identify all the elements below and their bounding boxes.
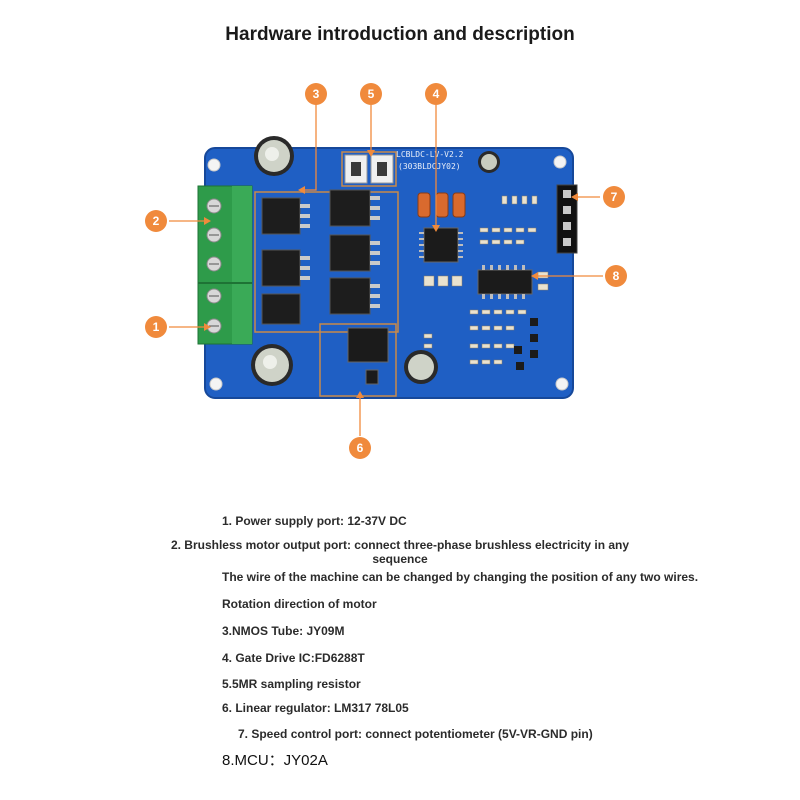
description-mcu: 8.MCU：JY02A bbox=[222, 752, 328, 769]
svg-text:4: 4 bbox=[433, 87, 440, 101]
description-rotation: Rotation direction of motor bbox=[222, 597, 377, 611]
description-nmos: 3.NMOS Tube: JY09M bbox=[222, 624, 345, 638]
capacitor-top-left bbox=[254, 136, 294, 176]
mcu-chip bbox=[477, 265, 533, 299]
page-title: Hardware introduction and description bbox=[225, 24, 575, 45]
callout-4: 4 bbox=[425, 83, 447, 105]
description-regulator: 6. Linear regulator: LM317 78L05 bbox=[222, 701, 409, 715]
svg-text:7: 7 bbox=[611, 190, 618, 204]
mounting-hole bbox=[555, 377, 569, 391]
description-wire-note: The wire of the machine can be changed b… bbox=[222, 570, 699, 584]
callout-8: 8 bbox=[605, 265, 627, 287]
svg-text:5: 5 bbox=[368, 87, 375, 101]
capacitor-top-right bbox=[478, 151, 500, 173]
description-speed-control: 7. Speed control port: connect potentiom… bbox=[238, 727, 593, 741]
mounting-hole bbox=[207, 158, 221, 172]
svg-text:3: 3 bbox=[313, 87, 320, 101]
callout-2: 2 bbox=[145, 210, 167, 232]
callout-6: 6 bbox=[349, 437, 371, 459]
description-sampling-resistor: 5.5MR sampling resistor bbox=[222, 677, 361, 691]
capacitor-bottom-left bbox=[251, 344, 293, 386]
capacitor-bottom-mid bbox=[404, 350, 438, 384]
pcb-diagram: LCBLDC-LV-V2.2 (303BLDCJY02) bbox=[145, 83, 627, 459]
svg-text:1: 1 bbox=[153, 320, 160, 334]
mounting-hole bbox=[553, 155, 567, 169]
nmos-area-outline bbox=[254, 191, 399, 333]
callout-lines bbox=[169, 104, 603, 436]
callout-7: 7 bbox=[603, 186, 625, 208]
speed-control-header bbox=[556, 184, 578, 254]
description-motor-output-cont: sequence bbox=[372, 552, 428, 566]
description-motor-output: 2. Brushless motor output port: connect … bbox=[170, 538, 630, 552]
description-gate-drive: 4. Gate Drive IC:FD6288T bbox=[222, 651, 365, 665]
callout-3: 3 bbox=[305, 83, 327, 105]
description-power-port: 1. Power supply port: 12-37V DC bbox=[222, 514, 407, 528]
callout-5: 5 bbox=[360, 83, 382, 105]
diodes bbox=[417, 192, 466, 218]
svg-text:6: 6 bbox=[357, 441, 364, 455]
board-model-line1: LCBLDC-LV-V2.2 bbox=[396, 150, 464, 159]
callout-1: 1 bbox=[145, 316, 167, 338]
svg-text:8: 8 bbox=[613, 269, 620, 283]
board-model-line2: (303BLDCJY02) bbox=[398, 162, 461, 171]
smd-transistors bbox=[514, 318, 538, 370]
screw-terminal-block bbox=[197, 185, 253, 345]
gate-drive-ic bbox=[419, 227, 463, 263]
svg-text:2: 2 bbox=[153, 214, 160, 228]
smd-components bbox=[423, 195, 549, 365]
mounting-hole bbox=[209, 377, 223, 391]
nmos-tubes bbox=[261, 189, 371, 325]
linear-regulator bbox=[347, 327, 389, 385]
